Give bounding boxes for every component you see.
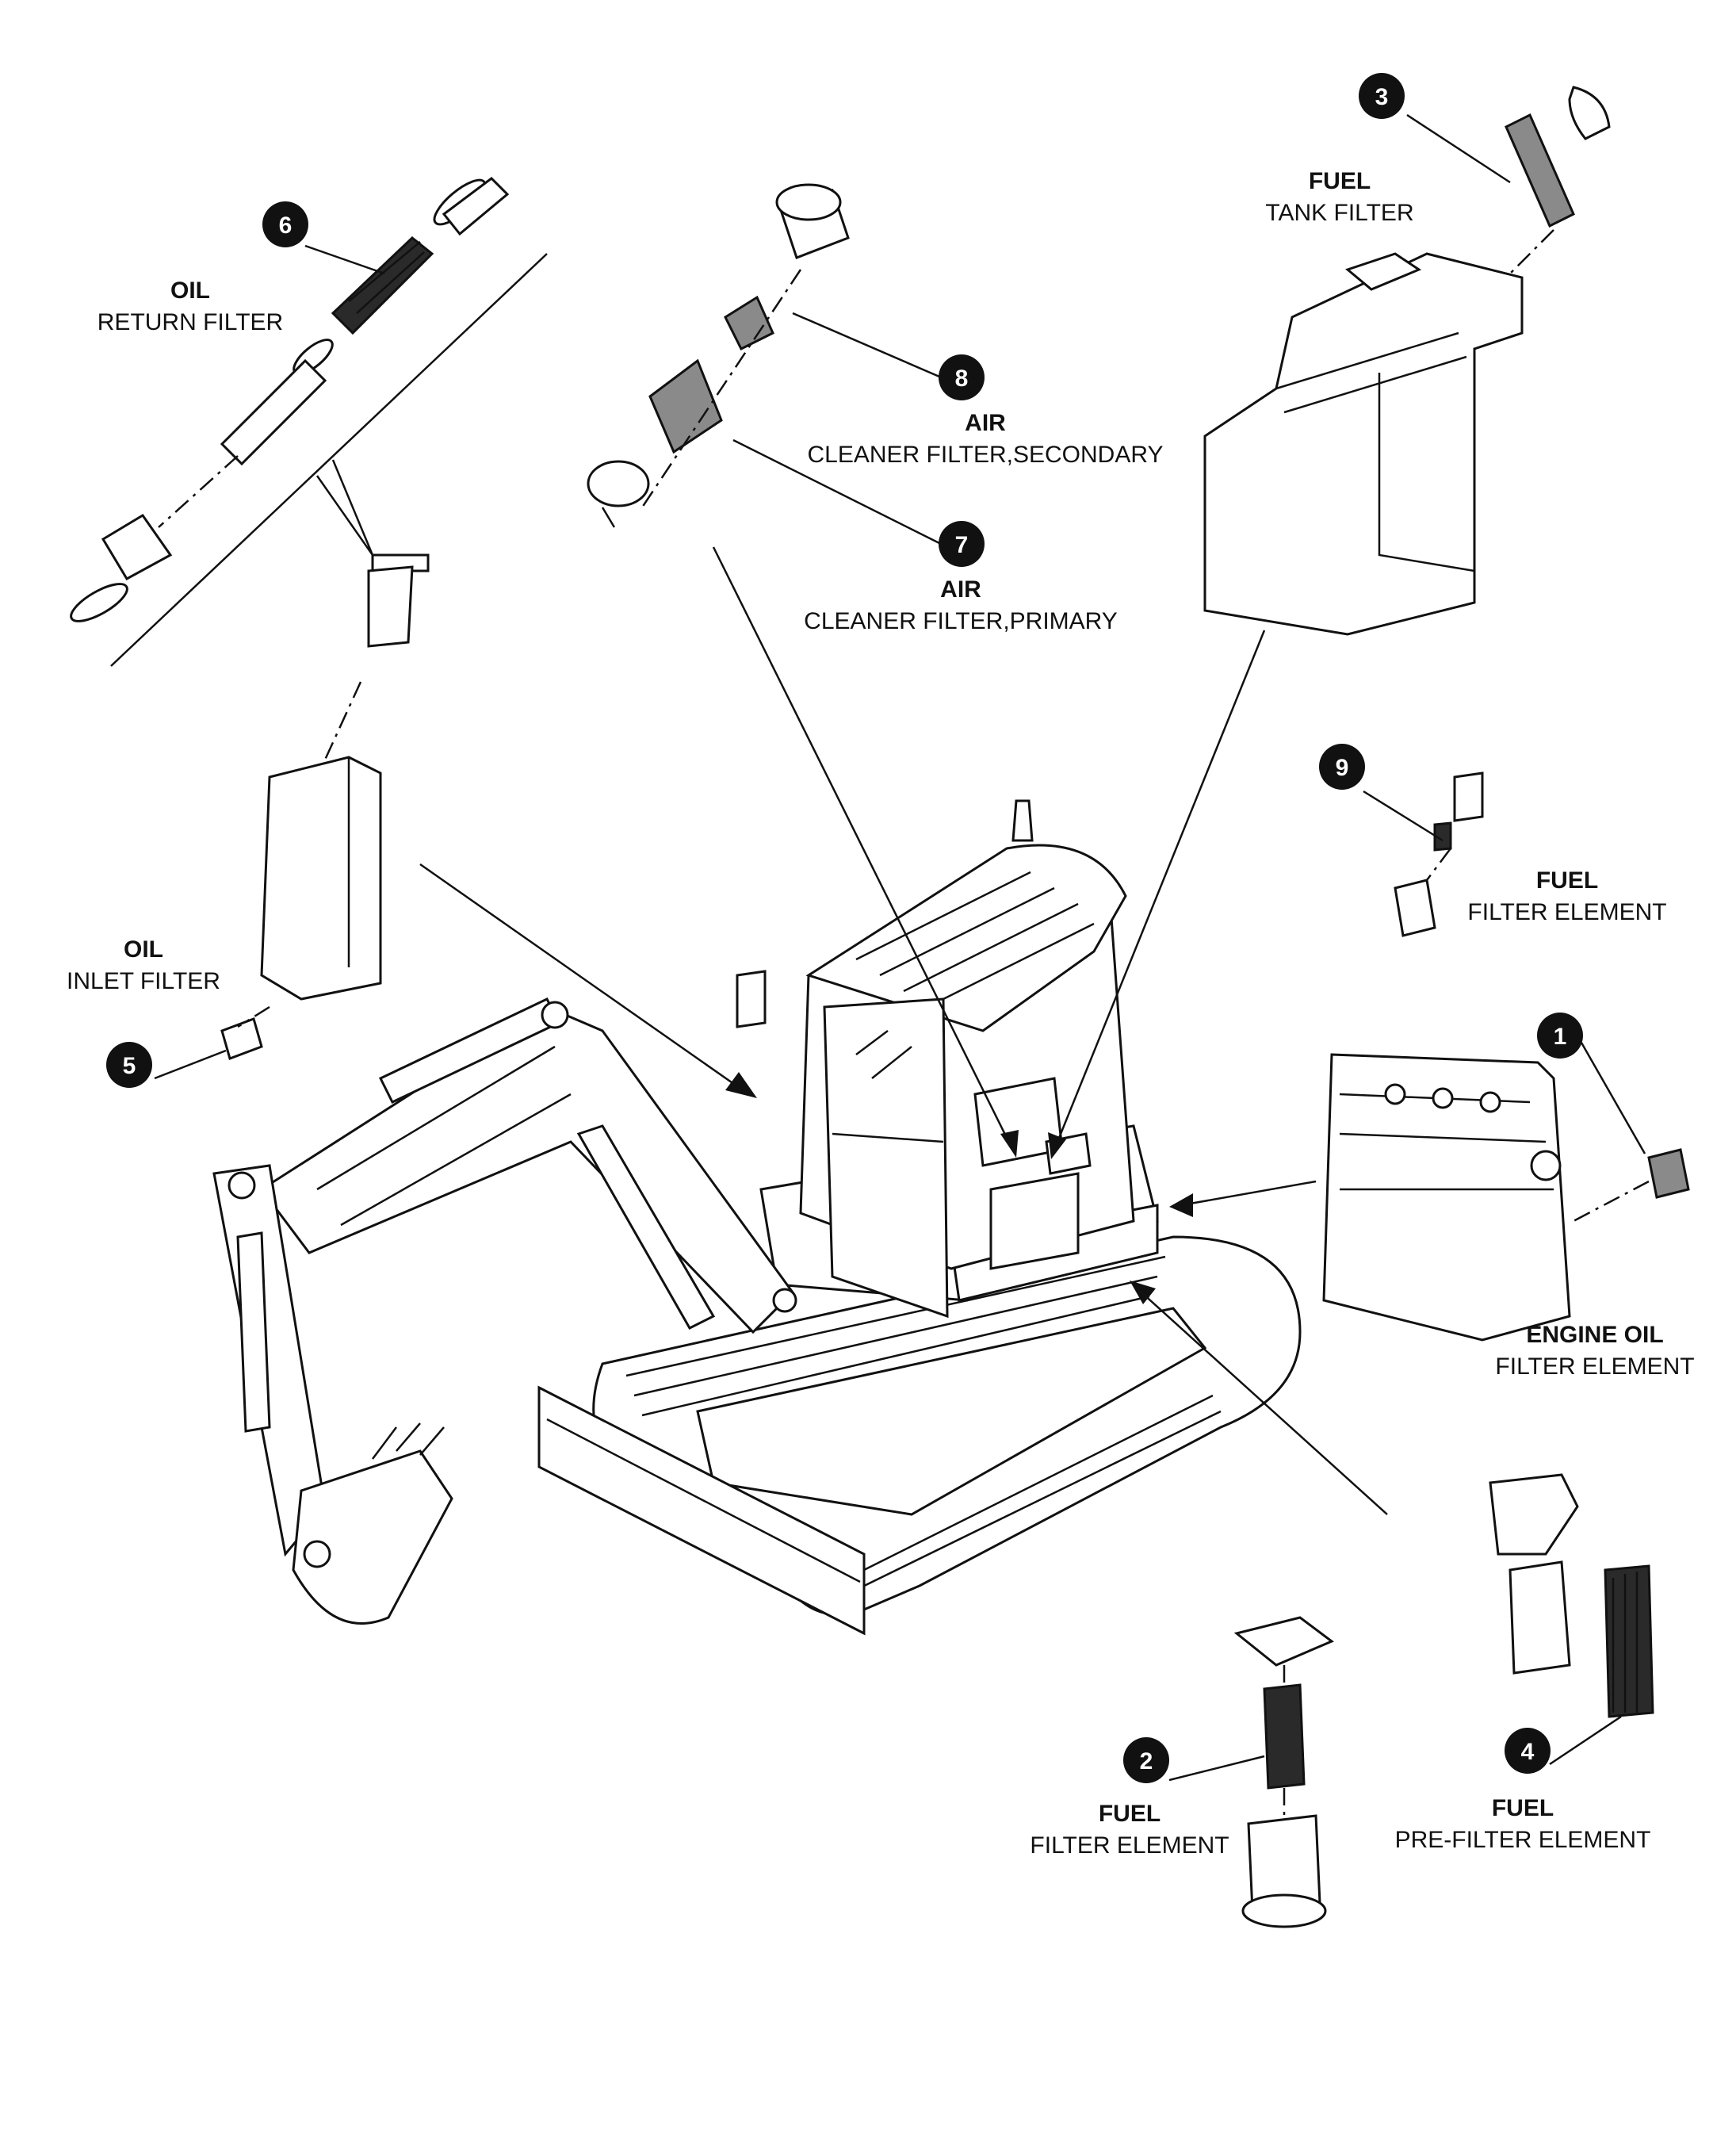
fuel-prefilter-illustration: [1489, 1473, 1654, 1718]
callout-badge-8: 8: [939, 354, 985, 400]
callout-badge-4: 4: [1505, 1728, 1551, 1774]
label-9-title: FUEL: [1536, 867, 1598, 894]
label-8: AIR CLEANER FILTER,SECONDARY: [808, 410, 1164, 468]
label-2-title: FUEL: [1099, 1801, 1161, 1827]
arrow-heads: [725, 1072, 1193, 1304]
label-6-title: OIL: [170, 278, 210, 304]
label-7-title: AIR: [940, 576, 981, 603]
label-4: FUEL PRE-FILTER ELEMENT: [1395, 1795, 1651, 1853]
fuel-filter-2-illustration: [1233, 1616, 1334, 1928]
svg-text:4: 4: [1521, 1739, 1535, 1765]
callout-badge-6: 6: [262, 201, 308, 247]
label-8-subtitle: CLEANER FILTER,SECONDARY: [808, 442, 1164, 468]
svg-text:6: 6: [279, 212, 293, 239]
label-2: FUEL FILTER ELEMENT: [1030, 1801, 1229, 1859]
svg-text:2: 2: [1140, 1748, 1153, 1775]
label-5-title: OIL: [124, 936, 163, 963]
label-8-title: AIR: [965, 410, 1006, 436]
label-7-subtitle: CLEANER FILTER,PRIMARY: [804, 608, 1118, 634]
callout-badge-3: 3: [1359, 73, 1405, 119]
callout-badge-5: 5: [106, 1042, 152, 1088]
fuel-filter-9-illustration: [1394, 771, 1484, 937]
engine-block-illustration: [1322, 1053, 1690, 1342]
svg-text:8: 8: [955, 366, 969, 392]
label-1-title: ENGINE OIL: [1526, 1322, 1663, 1348]
label-5: OIL INLET FILTER: [67, 936, 220, 994]
callout-badge-2: 2: [1123, 1737, 1169, 1783]
label-1-subtitle: FILTER ELEMENT: [1495, 1353, 1694, 1380]
label-6: OIL RETURN FILTER: [98, 278, 283, 335]
svg-text:1: 1: [1554, 1024, 1567, 1050]
oil-inlet-filter-illustration: [220, 553, 430, 1060]
excavator-illustration: [212, 799, 1302, 1636]
fuel-tank-illustration: [1203, 86, 1611, 636]
label-9-subtitle: FILTER ELEMENT: [1467, 899, 1666, 925]
air-cleaner-illustration: [587, 183, 850, 528]
svg-text:3: 3: [1375, 84, 1389, 110]
callout-badge-7: 7: [939, 521, 985, 567]
svg-text:5: 5: [123, 1053, 136, 1079]
leader-lines: [154, 113, 1646, 1782]
callout-badge-9: 9: [1319, 744, 1365, 790]
label-7: AIR CLEANER FILTER,PRIMARY: [804, 576, 1118, 634]
label-3: FUEL TANK FILTER: [1265, 168, 1413, 226]
svg-text:7: 7: [955, 532, 969, 558]
label-1: ENGINE OIL FILTER ELEMENT: [1495, 1322, 1694, 1380]
label-2-subtitle: FILTER ELEMENT: [1030, 1832, 1229, 1859]
label-9: FUEL FILTER ELEMENT: [1467, 867, 1666, 925]
label-3-subtitle: TANK FILTER: [1265, 200, 1413, 226]
label-3-title: FUEL: [1309, 168, 1371, 194]
label-4-title: FUEL: [1492, 1795, 1554, 1821]
label-5-subtitle: INLET FILTER: [67, 968, 220, 994]
oil-return-filter-illustration: [70, 177, 548, 667]
callout-badge-1: 1: [1537, 1013, 1583, 1059]
svg-text:9: 9: [1336, 755, 1349, 781]
label-4-subtitle: PRE-FILTER ELEMENT: [1395, 1827, 1651, 1853]
label-6-subtitle: RETURN FILTER: [98, 309, 283, 335]
